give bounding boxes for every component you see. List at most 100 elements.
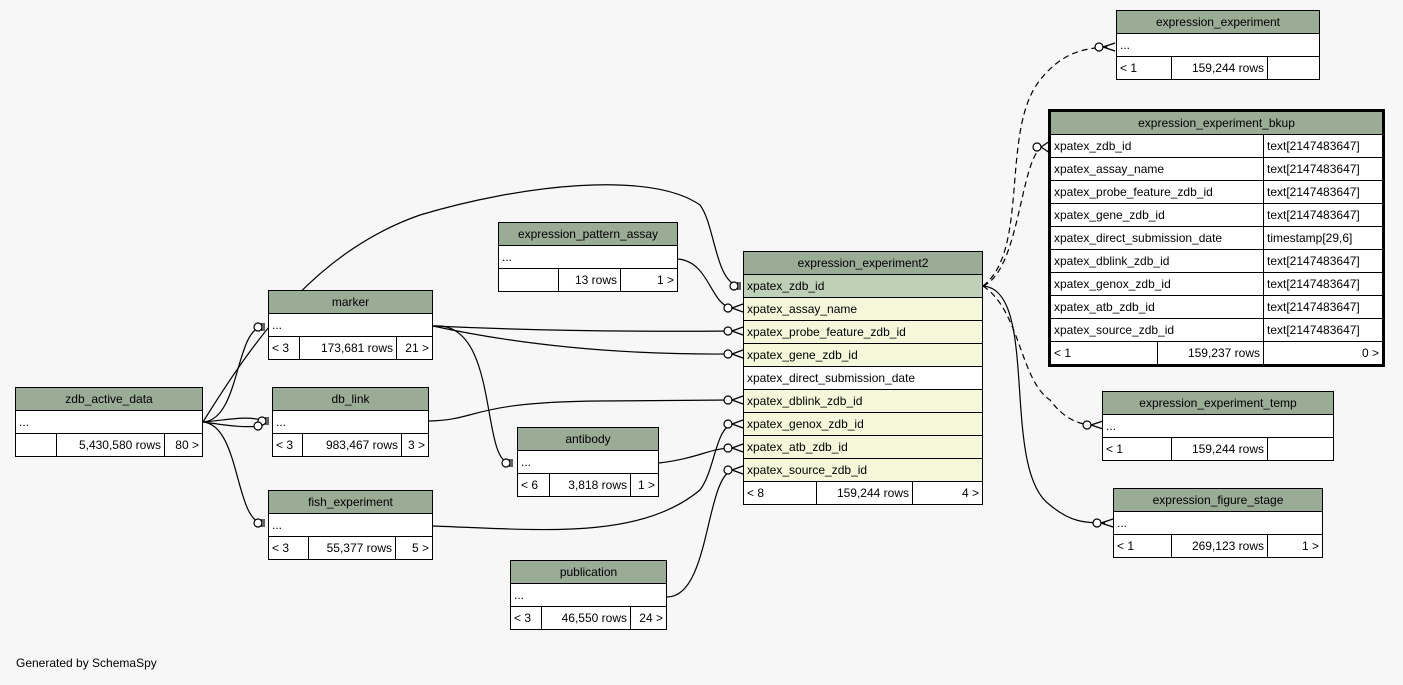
column-name: xpatex_genox_zdb_id: [1054, 277, 1171, 291]
row-count: 269,123 rows: [1171, 535, 1267, 557]
column-row[interactable]: xpatex_atb_zdb_id text[2147483647]: [1051, 296, 1382, 319]
column-type: text[2147483647]: [1263, 158, 1382, 180]
parent-count[interactable]: < 3: [272, 341, 290, 355]
parent-count: [16, 434, 56, 456]
child-count[interactable]: 80 >: [164, 434, 202, 456]
table-publication[interactable]: publication ... < 3 46,550 rows 24 >: [510, 560, 667, 630]
child-count[interactable]: 4 >: [912, 482, 982, 504]
row-count: 159,244 rows: [1171, 57, 1267, 79]
column-type: text[2147483647]: [1263, 273, 1382, 295]
column-type: text[2147483647]: [1263, 319, 1382, 341]
edge-zdb-active-data-to-fish-experiment: [202, 421, 263, 524]
column-name: xpatex_dblink_zdb_id: [747, 394, 863, 408]
column-row[interactable]: xpatex_direct_submission_date: [744, 367, 982, 390]
table-antibody[interactable]: antibody ... < 6 3,818 rows 1 >: [517, 427, 659, 497]
table-db-link[interactable]: db_link ... < 3 983,467 rows 3 >: [272, 387, 429, 457]
column-row-fk[interactable]: xpatex_probe_feature_zdb_id: [744, 321, 982, 344]
child-count[interactable]: 24 >: [630, 607, 666, 629]
child-count[interactable]: 3 >: [401, 434, 428, 456]
edge-zdb-active-data-to-marker: [202, 326, 263, 423]
row-count: 13 rows: [558, 269, 620, 291]
columns-ellipsis: ...: [276, 415, 287, 429]
table-stats: < 3 46,550 rows 24 >: [511, 607, 666, 629]
column-type: text[2147483647]: [1263, 250, 1382, 272]
table-stats: < 6 3,818 rows 1 >: [518, 474, 658, 496]
columns-ellipsis: ...: [1117, 516, 1128, 530]
parent-count[interactable]: < 3: [276, 438, 294, 452]
column-row[interactable]: xpatex_dblink_zdb_id text[2147483647]: [1051, 250, 1382, 273]
column-name: xpatex_atb_zdb_id: [747, 440, 848, 454]
child-count[interactable]: 1 >: [620, 269, 677, 291]
child-count[interactable]: 21 >: [396, 337, 432, 359]
parent-count[interactable]: < 1: [1106, 442, 1124, 456]
edge-publication-to-source: [666, 469, 733, 598]
parent-count[interactable]: < 8: [747, 486, 765, 500]
table-fish-experiment[interactable]: fish_experiment ... < 3 55,377 rows 5 >: [268, 490, 433, 560]
column-type: timestamp[29,6]: [1263, 227, 1382, 249]
table-stats: < 1 159,244 rows: [1117, 57, 1319, 79]
table-title: zdb_active_data: [16, 388, 202, 411]
table-expression-pattern-assay[interactable]: expression_pattern_assay ... 13 rows 1 >: [498, 222, 678, 292]
table-expression-experiment[interactable]: expression_experiment ... < 1 159,244 ro…: [1116, 10, 1320, 80]
table-expression-experiment-temp[interactable]: expression_experiment_temp ... < 1 159,2…: [1102, 391, 1334, 461]
columns-ellipsis: ...: [272, 318, 283, 332]
column-row-fk[interactable]: xpatex_atb_zdb_id: [744, 436, 982, 459]
row-count: 159,237 rows: [1157, 342, 1263, 364]
column-row-fk[interactable]: xpatex_genox_zdb_id: [744, 413, 982, 436]
generated-by-note: Generated by SchemaSpy: [16, 656, 157, 670]
row-count: 55,377 rows: [308, 537, 395, 559]
column-row-fk[interactable]: xpatex_assay_name: [744, 298, 982, 321]
table-title: publication: [511, 561, 666, 584]
child-count[interactable]: 1 >: [1267, 535, 1322, 557]
table-stats: < 1 159,237 rows 0 >: [1051, 342, 1382, 364]
column-row[interactable]: xpatex_assay_name text[2147483647]: [1051, 158, 1382, 181]
table-title: expression_figure_stage: [1114, 489, 1322, 512]
edge-zdb-active-data-to-db-link: [202, 417, 267, 423]
table-zdb-active-data[interactable]: zdb_active_data ... 5,430,580 rows 80 >: [15, 387, 203, 457]
table-title: expression_experiment2: [744, 252, 982, 275]
parent-count[interactable]: < 1: [1120, 61, 1138, 75]
parent-count[interactable]: < 3: [272, 541, 290, 555]
child-count[interactable]: 1 >: [630, 474, 658, 496]
column-row-fk[interactable]: xpatex_source_zdb_id: [744, 459, 982, 482]
columns-ellipsis: ...: [19, 415, 30, 429]
table-stats: < 3 983,467 rows 3 >: [273, 434, 428, 456]
columns-ellipsis: ...: [1106, 419, 1117, 433]
column-row[interactable]: xpatex_genox_zdb_id text[2147483647]: [1051, 273, 1382, 296]
parent-count[interactable]: < 1: [1054, 346, 1072, 360]
parent-count[interactable]: < 1: [1117, 539, 1135, 553]
table-title: antibody: [518, 428, 658, 451]
table-stats: < 3 173,681 rows 21 >: [269, 337, 432, 359]
column-type: text[2147483647]: [1263, 296, 1382, 318]
parent-count[interactable]: < 6: [521, 478, 539, 492]
child-count[interactable]: 5 >: [395, 537, 432, 559]
columns-ellipsis: ...: [1120, 38, 1131, 52]
parent-count: [499, 269, 558, 291]
column-row-fk[interactable]: xpatex_gene_zdb_id: [744, 344, 982, 367]
column-row-fk[interactable]: xpatex_dblink_zdb_id: [744, 390, 982, 413]
column-row-pk[interactable]: xpatex_zdb_id: [744, 275, 982, 298]
column-name: xpatex_assay_name: [1054, 162, 1165, 176]
column-name: xpatex_atb_zdb_id: [1054, 300, 1155, 314]
table-marker[interactable]: marker ... < 3 173,681 rows 21 >: [268, 290, 433, 360]
table-stats: < 1 269,123 rows 1 >: [1114, 535, 1322, 557]
table-expression-experiment-bkup[interactable]: expression_experiment_bkup xpatex_zdb_id…: [1048, 109, 1385, 367]
column-type: text[2147483647]: [1263, 181, 1382, 203]
column-name: xpatex_zdb_id: [747, 279, 825, 293]
table-expression-figure-stage[interactable]: expression_figure_stage ... < 1 269,123 …: [1113, 488, 1323, 558]
row-count: 5,430,580 rows: [56, 434, 164, 456]
row-count: 159,244 rows: [1171, 438, 1267, 460]
table-stats: < 8 159,244 rows 4 >: [744, 482, 982, 504]
edge-pattern-assay-to-assay-name: [677, 258, 733, 309]
edge-marker-to-probe-feature: [432, 325, 733, 332]
edge-marker-to-gene: [432, 325, 733, 355]
column-name: xpatex_dblink_zdb_id: [1054, 254, 1170, 268]
parent-count[interactable]: < 3: [514, 611, 532, 625]
table-title: expression_pattern_assay: [499, 223, 677, 246]
table-expression-experiment2[interactable]: expression_experiment2 xpatex_zdb_id xpa…: [743, 251, 983, 505]
